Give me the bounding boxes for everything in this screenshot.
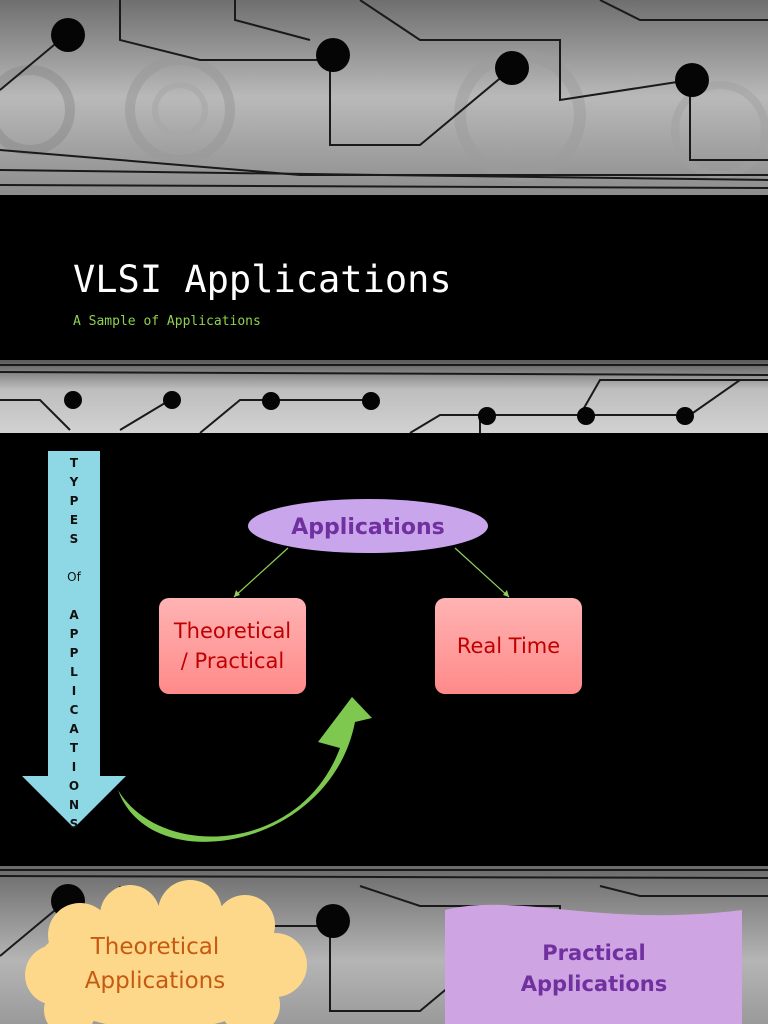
vertical-label-letter: A <box>69 722 79 736</box>
wave-banner-shape <box>445 904 742 1024</box>
theoretical-practical-line2: / Practical <box>180 649 285 673</box>
wave-line1: Practical <box>542 941 646 965</box>
theoretical-practical-label: Theoretical / Practical <box>159 598 306 694</box>
connector-right <box>454 547 510 598</box>
vertical-label-letter: O <box>68 779 80 793</box>
vertical-label-letter: T <box>69 456 79 470</box>
cloud-label: Theoretical Applications <box>60 928 250 1000</box>
vertical-label-letter: P <box>69 494 79 508</box>
vertical-label-letter: E <box>69 513 79 527</box>
cloud-line1: Theoretical <box>90 934 220 960</box>
vertical-label-letter: N <box>68 798 80 812</box>
slide-title: VLSI Applications <box>73 258 452 301</box>
vertical-label-letter: C <box>69 703 79 717</box>
wave-line2: Applications <box>520 972 668 996</box>
circuit-band-top <box>0 0 768 195</box>
vertical-label-letter: Of <box>67 570 81 584</box>
circuit-board-image <box>0 0 768 195</box>
vertical-label-letter: Y <box>69 475 79 489</box>
real-time-label: Real Time <box>456 634 561 658</box>
vertical-label-letter: P <box>69 646 79 660</box>
vertical-label-letter: S <box>69 532 79 546</box>
vertical-label-letter: T <box>69 741 79 755</box>
wave-banner-label: Practical Applications <box>460 936 728 1002</box>
cloud-line2: Applications <box>84 968 226 994</box>
theoretical-practical-line1: Theoretical <box>173 619 292 643</box>
title-slide-panel <box>0 195 768 360</box>
circuit-band-bottom <box>0 360 768 433</box>
applications-node-label: Applications <box>291 514 445 540</box>
applications-node <box>248 499 488 553</box>
connector-left-head <box>234 590 240 597</box>
real-time-node <box>435 598 582 694</box>
vertical-label-letter: S <box>69 817 79 831</box>
slide-subtitle: A Sample of Applications <box>73 314 261 329</box>
vertical-label-letter: A <box>69 608 79 622</box>
connector-left <box>233 547 289 598</box>
down-arrow-icon <box>22 451 126 828</box>
circuit-strip-image <box>0 360 768 433</box>
cloud-shape <box>25 880 307 1024</box>
curved-arrow-icon <box>118 697 372 842</box>
theoretical-practical-node <box>159 598 306 694</box>
vertical-label-letter: I <box>71 760 77 774</box>
vertical-label-letter: P <box>69 627 79 641</box>
vertical-label-letter: L <box>70 665 78 679</box>
connector-right-head <box>503 590 509 597</box>
vertical-label-letter: I <box>71 684 77 698</box>
